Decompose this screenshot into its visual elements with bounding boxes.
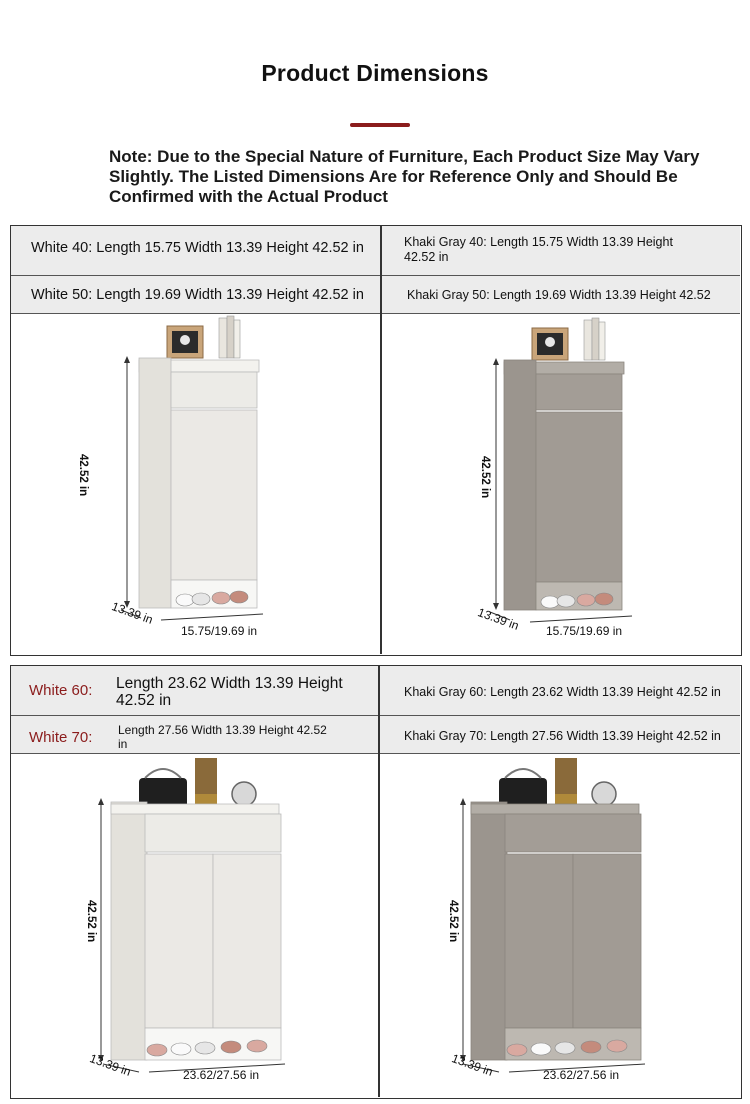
khaki-large-width-label: 23.62/27.56 in xyxy=(543,1068,620,1082)
white-40-spec: White 40: Length 15.75 Width 13.39 Heigh… xyxy=(31,240,364,256)
khaki-50-spec: Khaki Gray 50: Length 19.69 Width 13.39 … xyxy=(407,288,711,302)
row-50 xyxy=(11,276,740,314)
small-cabinet-panel: White 40: Length 15.75 Width 13.39 Heigh… xyxy=(10,225,742,656)
panel-divider xyxy=(380,226,382,654)
khaki-60-spec: Khaki Gray 60: Length 23.62 Width 13.39 … xyxy=(404,685,721,699)
khaki-small-width-label: 15.75/19.69 in xyxy=(546,624,623,638)
white-small-height-label: 42.52 in xyxy=(77,454,89,497)
white-large-height-label: 42.52 in xyxy=(85,900,97,943)
khaki-40-spec: Khaki Gray 40: Length 15.75 Width 13.39 … xyxy=(404,235,673,264)
khaki-70-spec: Khaki Gray 70: Length 27.56 Width 13.39 … xyxy=(404,729,721,743)
khaki-large-height-label: 42.52 in xyxy=(447,900,459,943)
row-40 xyxy=(11,226,740,276)
white-70-dims: Length 27.56 Width 13.39 Height 42.52 in xyxy=(118,723,327,751)
size-note: Note: Due to the Special Nature of Furni… xyxy=(109,147,700,206)
white-60-dims: Length 23.62 Width 13.39 Height 42.52 in xyxy=(116,675,343,709)
white-large-width-label: 23.62/27.56 in xyxy=(183,1068,260,1082)
panel-divider xyxy=(378,666,380,1097)
white-small-width-label: 15.75/19.69 in xyxy=(181,624,258,638)
row-70 xyxy=(11,716,740,754)
white-50-spec: White 50: Length 19.69 Width 13.39 Heigh… xyxy=(31,287,364,303)
large-cabinet-panel: White 60: Length 23.62 Width 13.39 Heigh… xyxy=(10,665,742,1099)
page-title: Product Dimensions xyxy=(261,60,489,86)
white-large-cabinet-illustration xyxy=(98,758,286,1073)
khaki-small-height-label: 42.52 in xyxy=(479,456,491,499)
row-60 xyxy=(11,666,740,716)
khaki-large-cabinet-illustration xyxy=(460,758,646,1073)
white-60-name: White 60: xyxy=(29,682,93,699)
title-underline xyxy=(350,123,410,127)
white-70-name: White 70: xyxy=(29,729,93,746)
khaki-small-cabinet-illustration xyxy=(489,317,633,623)
white-small-cabinet-illustration xyxy=(120,315,264,621)
